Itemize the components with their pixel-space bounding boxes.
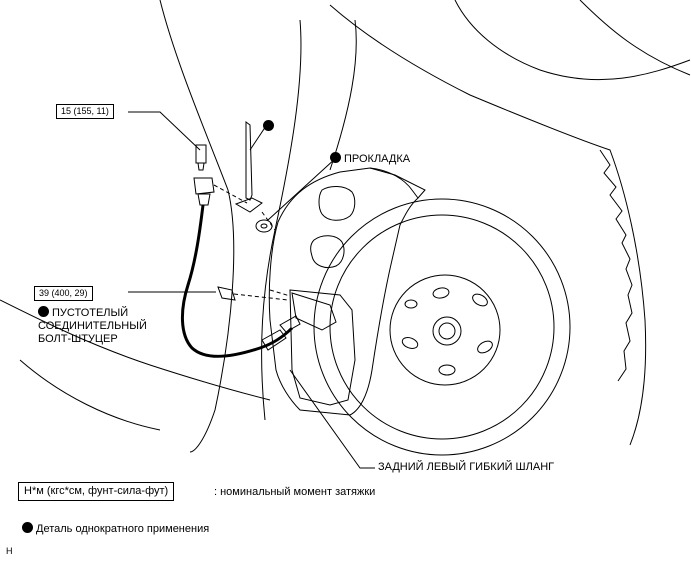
caliper-detail-2 bbox=[310, 235, 345, 269]
assembly-line-2 bbox=[233, 293, 289, 301]
hose-end-fitting-2 bbox=[279, 315, 301, 333]
lower-line bbox=[19, 359, 161, 431]
union-bolt-label-text1: ПУСТОТЕЛЫЙ bbox=[52, 307, 129, 319]
union-bolt-label-line3: БОЛТ-ШТУЦЕР bbox=[38, 333, 118, 345]
assembly-line-1 bbox=[213, 184, 248, 204]
hose-top-fitting bbox=[193, 177, 215, 195]
caliper-body bbox=[268, 167, 419, 416]
single-use-marker-gasket bbox=[330, 152, 341, 163]
lug-4 bbox=[438, 364, 456, 376]
body-panel-line bbox=[579, 0, 691, 76]
disc-outer bbox=[313, 198, 571, 456]
leader-torque-top bbox=[128, 111, 201, 151]
lug-6 bbox=[404, 299, 418, 309]
legend-unit-box: Н*м (кгс*см, фунт-сила-фут) bbox=[18, 482, 175, 501]
bleeder-tip bbox=[197, 162, 205, 171]
union-bolt-label-line1: ПУСТОТЕЛЫЙ bbox=[38, 306, 147, 320]
single-use-marker-clip bbox=[263, 120, 274, 131]
hose-top-nut bbox=[197, 193, 211, 206]
hub-ring bbox=[389, 274, 501, 386]
hub-center bbox=[432, 316, 462, 346]
union-bolt-label: ПУСТОТЕЛЫЙ СОЕДИНИТЕЛЬНЫЙ БОЛТ-ШТУЦЕР bbox=[38, 306, 147, 346]
lug-3 bbox=[477, 340, 493, 354]
leader-clip bbox=[249, 125, 267, 151]
suspension-line bbox=[0, 299, 271, 401]
corner-code: H bbox=[6, 546, 13, 556]
torque-spec-union-bolt: 39 (400, 29) bbox=[34, 286, 93, 301]
legend-single-use-text: Деталь однократного применения bbox=[36, 523, 210, 535]
leader-hose bbox=[289, 369, 375, 469]
legend-single-use: Деталь однократного применения bbox=[22, 522, 209, 536]
legend-unit-text: : номинальный момент затяжки bbox=[214, 486, 376, 498]
gasket-washer bbox=[255, 219, 273, 233]
caliper-arm bbox=[369, 167, 426, 199]
hub-center-inner bbox=[438, 322, 456, 340]
gasket-label: ПРОКЛАДКА bbox=[330, 152, 410, 166]
flexible-hose bbox=[180, 204, 294, 358]
legend-single-use-marker bbox=[22, 522, 33, 533]
union-bolt bbox=[217, 286, 236, 301]
lug-5 bbox=[401, 337, 419, 349]
gasket-label-text: ПРОКЛАДКА bbox=[344, 153, 411, 165]
inner-fender-line-2 bbox=[329, 19, 357, 171]
caliper-tab bbox=[291, 292, 337, 331]
lug-1 bbox=[432, 287, 450, 299]
disc-inner-ring bbox=[329, 214, 555, 440]
caliper-detail-1 bbox=[318, 186, 356, 221]
union-bolt-label-line2: СОЕДИНИТЕЛЬНЫЙ bbox=[38, 320, 147, 332]
assembly-line-3 bbox=[261, 211, 276, 231]
arch-serration bbox=[599, 149, 633, 382]
wheel-arch-outline bbox=[329, 4, 647, 446]
body-panel-curve bbox=[454, 0, 691, 81]
gasket-washer-hole bbox=[260, 223, 268, 229]
leader-gasket bbox=[267, 157, 337, 221]
torque-spec-top: 15 (155, 11) bbox=[56, 104, 114, 119]
caliper-bracket bbox=[289, 289, 356, 406]
clip-plate bbox=[245, 121, 253, 201]
lug-2 bbox=[472, 293, 488, 307]
left-body-curve bbox=[159, 0, 235, 453]
clip-tab bbox=[234, 197, 263, 213]
hose-end-fitting bbox=[261, 329, 287, 351]
single-use-marker-bolt bbox=[38, 306, 49, 317]
assembly-line-4 bbox=[269, 289, 291, 297]
hose-label: ЗАДНИЙ ЛЕВЫЙ ГИБКИЙ ШЛАНГ bbox=[378, 461, 555, 473]
